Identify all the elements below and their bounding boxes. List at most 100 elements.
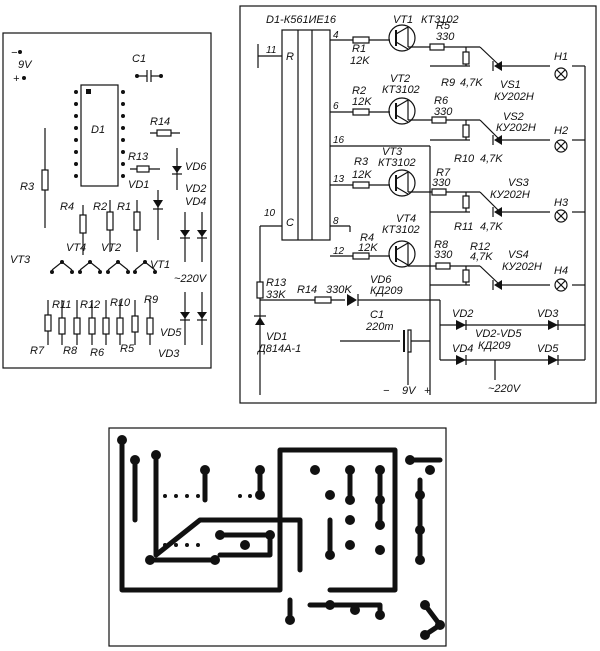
c1-name: C1: [370, 309, 384, 321]
r4-name: R4: [360, 232, 374, 244]
vt3-type: КТ3102: [378, 157, 416, 169]
r6-value: 330: [434, 106, 453, 118]
vd2-vd4-diodes: [180, 212, 207, 262]
pin-12-label: 12: [333, 246, 345, 257]
r3-resistor: [41, 128, 49, 228]
vt1-name: VT1: [393, 14, 413, 26]
h3-label: H3: [554, 197, 569, 209]
lower-resistors: [44, 300, 154, 345]
r14-resistor: [150, 129, 180, 137]
r5-name: R5: [436, 20, 451, 32]
vt4-type: КТ3102: [382, 224, 420, 236]
r14-value: 330K: [326, 284, 352, 296]
vs4-type: КУ202Н: [502, 261, 542, 273]
collector-wires: [407, 27, 480, 395]
mains-label: ~220V: [174, 273, 208, 285]
layout-frame: [2, 32, 212, 369]
power-pad-plus: [22, 76, 26, 80]
r3-value: 12K: [352, 169, 372, 181]
c1-value: 220m: [365, 321, 394, 333]
r13-name: R13: [266, 277, 287, 289]
component-layout-panel: − 9V + C1 D1 R14: [2, 32, 212, 369]
pcb-pads: [117, 435, 445, 640]
minus-sign: −: [11, 47, 18, 59]
bridge-range: VD2-VD5: [475, 328, 522, 340]
r11-value: 4,7K: [480, 221, 503, 233]
r11-name: R11: [454, 221, 473, 233]
vs3-name: VS3: [508, 177, 530, 189]
r8-label: R8: [63, 345, 78, 357]
vd2-label: VD2: [185, 183, 206, 195]
vs4-name: VS4: [508, 249, 529, 261]
vt4-label: VT4: [66, 242, 86, 254]
pin-11-label: 11: [266, 45, 276, 56]
pcb-dots: [163, 494, 252, 547]
r12-label: R12: [80, 299, 100, 311]
bridge-type: КД209: [478, 340, 511, 352]
vt2-type: КТ3102: [382, 84, 420, 96]
pin-4-label: 4: [333, 30, 339, 41]
pin-r-label: R: [286, 51, 294, 63]
power-label: 9V: [18, 59, 33, 71]
supply-voltage: 9V: [402, 385, 417, 397]
vs2-type: КУ202Н: [496, 122, 536, 134]
r2-name: R2: [352, 85, 366, 97]
r7-label: R7: [30, 345, 45, 357]
pin-13-label: 13: [333, 174, 345, 185]
power-pad-minus: [18, 50, 22, 54]
vt3-label: VT3: [10, 254, 31, 266]
clock-network: [254, 225, 440, 395]
vt1-type: КТ3102: [421, 14, 459, 26]
bridge-rectifier: [439, 300, 586, 380]
pcb-layout-panel: [108, 427, 447, 647]
r9-name: R9: [441, 77, 455, 89]
plus-sign: +: [13, 73, 20, 85]
d1-label: D1: [91, 124, 105, 136]
r10-value: 4,7K: [480, 153, 503, 165]
transistor-footprints: [50, 260, 157, 274]
vd4-label: VD4: [185, 196, 206, 208]
r13-resistor: [130, 165, 160, 173]
base-resistors: [79, 200, 141, 255]
vd6-name: VD6: [370, 274, 392, 286]
r3-label: R3: [20, 181, 35, 193]
vt3-name: VT3: [382, 146, 403, 158]
vt1-symbol: [388, 24, 416, 52]
vd3-vd5-diodes: [180, 292, 207, 345]
vt4-symbol: [388, 240, 416, 268]
vd2-name: VD2: [452, 308, 473, 320]
d1-chip: D1: [74, 84, 125, 187]
r5-value: 330: [436, 31, 455, 43]
r14-label: R14: [150, 116, 170, 128]
r7-value: 330: [432, 177, 451, 189]
r14-name: R14: [297, 284, 317, 296]
pin-8-label: 8: [333, 216, 339, 227]
r12-value: 4,7K: [470, 251, 493, 263]
vt3-symbol: [388, 169, 416, 197]
r2-value: 12K: [352, 96, 372, 108]
gate-resistors: [462, 47, 470, 285]
ic-label: D1-К561ИЕ16: [266, 14, 337, 26]
r4-value: 12K: [358, 242, 378, 254]
vd6-label: VD6: [185, 161, 207, 173]
vt1-label: VT1: [150, 259, 170, 271]
vd1-type: Д814А-1: [256, 343, 301, 355]
vd6-type: КД209: [370, 285, 403, 297]
vd3-label: VD3: [158, 348, 180, 360]
vt4-name: VT4: [396, 213, 416, 225]
r4-label: R4: [60, 201, 74, 213]
vs1-name: VS1: [500, 79, 521, 91]
output-wires: [330, 36, 430, 260]
c1-symbol: [340, 329, 430, 353]
pcb-tracks: [119, 437, 443, 638]
pin-6-label: 6: [333, 101, 339, 112]
ic-d1: [281, 29, 331, 241]
r6-label: R6: [90, 347, 105, 359]
schematic-panel: D1-К561ИЕ16 11 R 4 6 16 13 8 12 10 C: [239, 5, 597, 404]
vd5-name: VD5: [537, 343, 559, 355]
r7-name: R7: [436, 167, 451, 179]
r3-name: R3: [354, 156, 369, 168]
vd6-diode: [172, 148, 182, 190]
supply-plus: +: [424, 385, 431, 397]
r10-name: R10: [454, 153, 475, 165]
